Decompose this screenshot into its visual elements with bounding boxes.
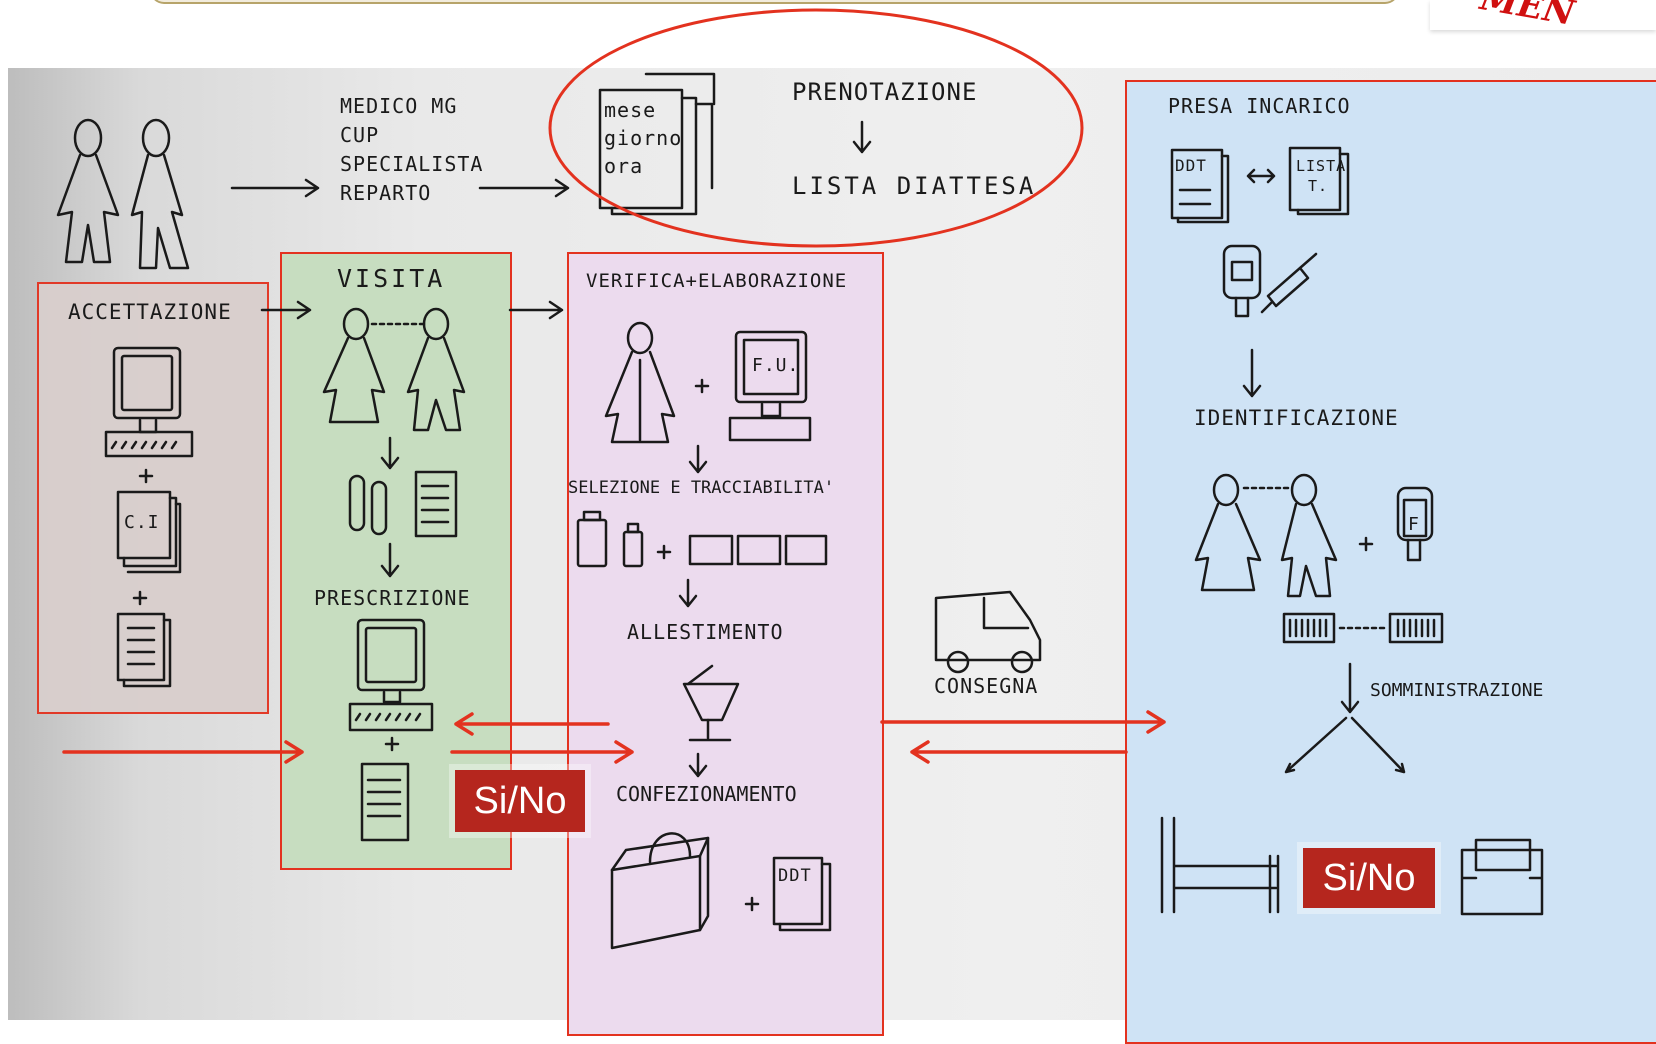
logo: MEN (1430, 0, 1656, 34)
fu-label: F.U. (752, 355, 800, 376)
booking-card-text: mese giorno ora (604, 96, 682, 180)
lista-t-label: LISTA T. (1296, 156, 1346, 196)
consegna-label: CONSEGNA (934, 674, 1039, 698)
selezione-label: SELEZIONE E TRACCIABILITA' (568, 478, 835, 498)
lista-t: T. (1308, 177, 1329, 195)
ddt-top-label: DDT (1175, 156, 1207, 175)
armchair-icon (1460, 838, 1544, 916)
nurse-patient-id-icon (1194, 473, 1338, 598)
barcode-icon (1282, 612, 1444, 644)
card-mese: mese (604, 98, 657, 122)
visita-title: VISITA (337, 264, 446, 293)
ci-label: C.I (124, 512, 160, 533)
zone-accettazione (37, 282, 269, 714)
presa-incarico-title: PRESA INCARICO (1168, 94, 1351, 118)
prescrizione-label: PRESCRIZIONE (314, 586, 471, 610)
prescription-doc-icon (360, 762, 410, 842)
bed-icon (1160, 816, 1280, 914)
form-document-icon (116, 612, 172, 688)
zone-visita (280, 252, 512, 870)
ddt-bottom-label: DDT (778, 866, 812, 886)
card-ora: ora (604, 154, 644, 178)
lista-t-icon (1288, 146, 1350, 216)
report-icon (414, 470, 458, 538)
booking-card-icon (598, 72, 716, 216)
computer-icon (104, 346, 194, 458)
somministrazione-decision-badge: Si/No (1303, 848, 1435, 908)
labels-icon (688, 534, 828, 566)
delivery-van-icon (934, 590, 1042, 674)
patients-icon (56, 118, 190, 270)
source-cup: CUP (340, 123, 380, 147)
ddt-top-icon (1170, 148, 1230, 224)
lista-attesa-label: LISTA DIATTESA (792, 172, 1037, 200)
ci-document-icon (116, 490, 182, 574)
confezionamento-label: CONFEZIONAMENTO (616, 782, 797, 806)
package-bag-icon (610, 832, 710, 950)
slide: MEN MEDICO MG CUP SPECIALISTA REPARTO me… (8, 0, 1656, 1044)
visita-decision-badge: Si/No (455, 770, 585, 832)
medicine-vials-icon (576, 510, 644, 568)
prenotazione-label: PRENOTAZIONE (792, 78, 978, 106)
allestimento-label: ALLESTIMENTO (627, 620, 784, 644)
lista-word: LISTA (1296, 157, 1347, 175)
drip-bag-icon (1222, 244, 1262, 318)
ddt-doc-icon (772, 856, 832, 932)
source-reparto: REPARTO (340, 181, 432, 205)
pharmacist-icon (604, 321, 676, 444)
prenotazione-highlight (548, 8, 1084, 248)
accettazione-title: ACCETTAZIONE (68, 300, 232, 324)
card-giorno: giorno (604, 126, 683, 150)
tubes-icon (348, 474, 388, 536)
f-label: F (1408, 514, 1420, 535)
f-bag-icon (1396, 486, 1434, 562)
sketch-drawings (56, 8, 1544, 950)
syringe-icon (1260, 252, 1318, 314)
source-medico: MEDICO MG (340, 94, 458, 118)
verifica-title: VERIFICA+ELABORAZIONE (586, 270, 848, 292)
identificazione-label: IDENTIFICAZIONE (1194, 406, 1399, 430)
fu-computer-icon (728, 330, 812, 442)
source-list: MEDICO MG CUP SPECIALISTA REPARTO (340, 92, 483, 208)
source-specialista: SPECIALISTA (340, 152, 484, 176)
somministrazione-label: SOMMINISTRAZIONE (1370, 680, 1544, 701)
doctor-patient-icon (322, 307, 466, 432)
flow-arrows (62, 710, 1166, 764)
prescrizione-computer-icon (348, 618, 434, 732)
mortar-icon (682, 664, 740, 742)
